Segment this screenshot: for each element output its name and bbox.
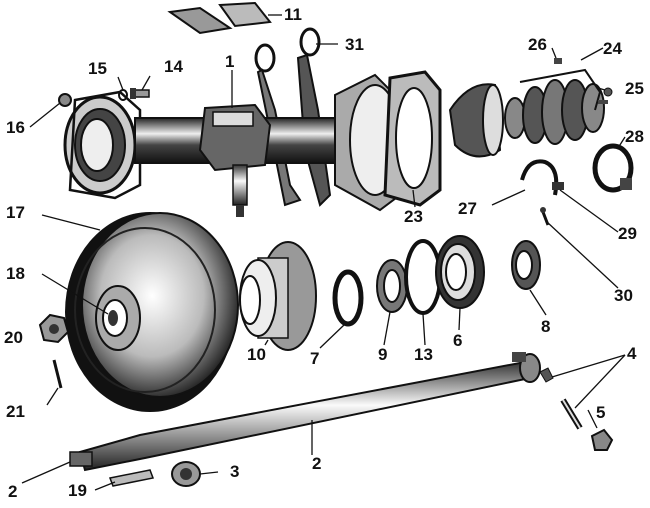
part-17-brake-drum <box>65 212 239 412</box>
label-30: 30 <box>614 286 633 305</box>
label-27: 27 <box>458 199 477 218</box>
label-5: 5 <box>596 403 606 422</box>
part-21-cotter-pin <box>52 359 63 389</box>
part-3-nut <box>171 461 201 487</box>
part-23-gasket <box>383 70 442 207</box>
label-29: 29 <box>618 224 637 243</box>
part-8-seal <box>511 240 541 290</box>
part-28-clamp-ring <box>592 143 634 193</box>
part-14-bolt <box>130 88 150 99</box>
label-31: 31 <box>345 35 364 54</box>
part-27-clamp <box>520 159 564 196</box>
label-28: 28 <box>625 127 644 146</box>
label-2b: 2 <box>312 454 322 473</box>
label-4: 4 <box>627 344 637 363</box>
label-23: 23 <box>404 207 423 226</box>
cone-joint <box>448 83 504 158</box>
label-1: 1 <box>225 52 235 71</box>
label-13: 13 <box>414 345 433 364</box>
part-9-bearing-ring <box>376 259 408 313</box>
label-20: 20 <box>4 328 23 347</box>
part-20-castle-nut <box>38 313 70 344</box>
part-19-key <box>108 469 155 487</box>
label-18: 18 <box>6 264 25 283</box>
part-11-clips <box>167 1 272 35</box>
part-13-seal <box>404 239 442 315</box>
label-19: 19 <box>68 481 87 500</box>
part-16-nut <box>58 93 72 107</box>
label-24: 24 <box>603 39 622 58</box>
part-10-hub-flange <box>239 241 317 351</box>
label-10: 10 <box>247 345 266 364</box>
label-11: 11 <box>284 5 302 24</box>
label-16: 16 <box>6 118 25 137</box>
part-6-roller-bearing <box>435 235 485 309</box>
part-7-washer <box>332 269 364 327</box>
part-2-half-shaft <box>69 352 541 472</box>
label-9: 9 <box>378 345 388 364</box>
part-25-screw <box>598 87 613 104</box>
label-25: 25 <box>625 79 644 98</box>
part-18-hub <box>95 285 141 351</box>
label-6: 6 <box>453 331 463 350</box>
part-24-boot <box>504 68 605 145</box>
part-4-pin <box>539 367 583 430</box>
label-2a: 2 <box>8 482 18 501</box>
label-7: 7 <box>310 349 320 368</box>
label-14: 14 <box>164 57 183 76</box>
label-3: 3 <box>230 462 240 481</box>
label-21: 21 <box>6 402 25 421</box>
leader-lines <box>21 14 626 491</box>
part-5-nut <box>590 428 614 451</box>
label-26: 26 <box>528 35 547 54</box>
part-26-screw <box>554 58 562 64</box>
label-17: 17 <box>6 203 25 222</box>
label-15: 15 <box>88 59 107 78</box>
label-8: 8 <box>541 317 551 336</box>
